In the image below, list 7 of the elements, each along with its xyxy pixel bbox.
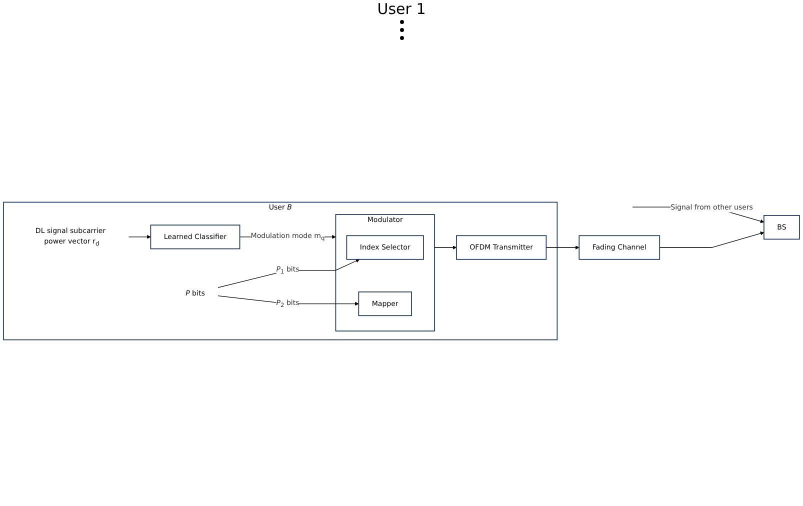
arrow: [128, 234, 151, 239]
arrow: [434, 245, 457, 250]
user-label: User 1: [377, 0, 426, 18]
arrow: [659, 231, 764, 248]
arrow: [218, 295, 359, 306]
arrow: [218, 258, 360, 288]
arrow: [546, 245, 580, 250]
